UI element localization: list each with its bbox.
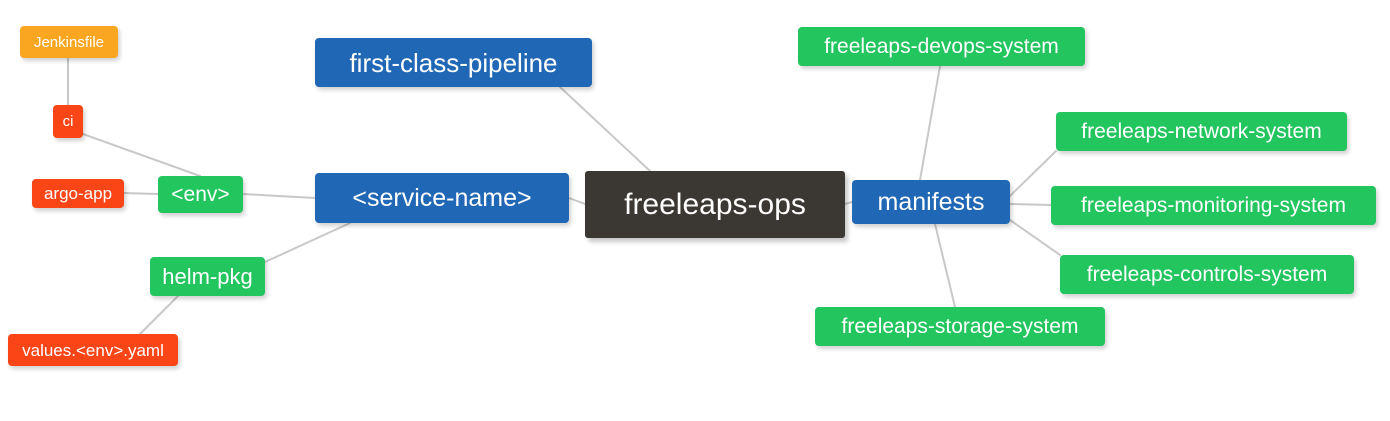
node-label: freeleaps-network-system [1081,120,1322,143]
node-label: freeleaps-ops [624,187,806,221]
node-ci[interactable]: ci [53,105,83,138]
edge-helm-to-valuesyaml [139,295,179,335]
node-label: freeleaps-devops-system [824,35,1059,58]
node-label: manifests [877,187,985,216]
node-label: <service-name> [352,183,532,212]
edge-manifests-to-controls [1009,219,1061,256]
edge-manifests-to-storage [934,223,956,308]
node-storage[interactable]: freeleaps-storage-system [815,307,1105,346]
node-label: <env> [171,183,230,206]
node-label: freeleaps-controls-system [1086,263,1328,286]
node-label: ci [62,113,74,130]
node-jenkinsfile[interactable]: Jenkinsfile [20,26,118,58]
edge-service-to-env [242,193,316,199]
edge-root-to-manifests [844,201,853,205]
edge-manifests-to-devops [919,65,941,181]
node-manifests[interactable]: manifests [852,180,1010,224]
edge-root-to-pipeline [559,86,651,172]
node-valuesyaml[interactable]: values.<env>.yaml [8,334,178,366]
node-label: argo-app [43,184,113,203]
node-env[interactable]: <env> [158,176,243,213]
edge-root-to-service [568,197,586,205]
node-service[interactable]: <service-name> [315,173,569,223]
node-label: freeleaps-monitoring-system [1081,194,1346,217]
node-controls[interactable]: freeleaps-controls-system [1060,255,1354,294]
edge-manifests-to-network [1009,150,1057,197]
node-network[interactable]: freeleaps-network-system [1056,112,1347,151]
node-label: helm-pkg [162,263,253,289]
edge-env-to-argoapp [123,192,159,195]
edge-manifests-to-monitoring [1009,203,1052,206]
node-label: values.<env>.yaml [22,340,164,360]
node-root[interactable]: freeleaps-ops [585,171,845,238]
node-argoapp[interactable]: argo-app [32,179,124,208]
node-devops[interactable]: freeleaps-devops-system [798,27,1085,66]
node-pipeline[interactable]: first-class-pipeline [315,38,592,87]
node-label: freeleaps-storage-system [841,315,1079,338]
node-label: first-class-pipeline [349,47,558,78]
edge-env-to-ci [82,133,201,177]
node-helm[interactable]: helm-pkg [150,257,265,296]
node-label: Jenkinsfile [33,33,105,51]
node-monitoring[interactable]: freeleaps-monitoring-system [1051,186,1376,225]
edge-service-to-helm [264,222,351,263]
